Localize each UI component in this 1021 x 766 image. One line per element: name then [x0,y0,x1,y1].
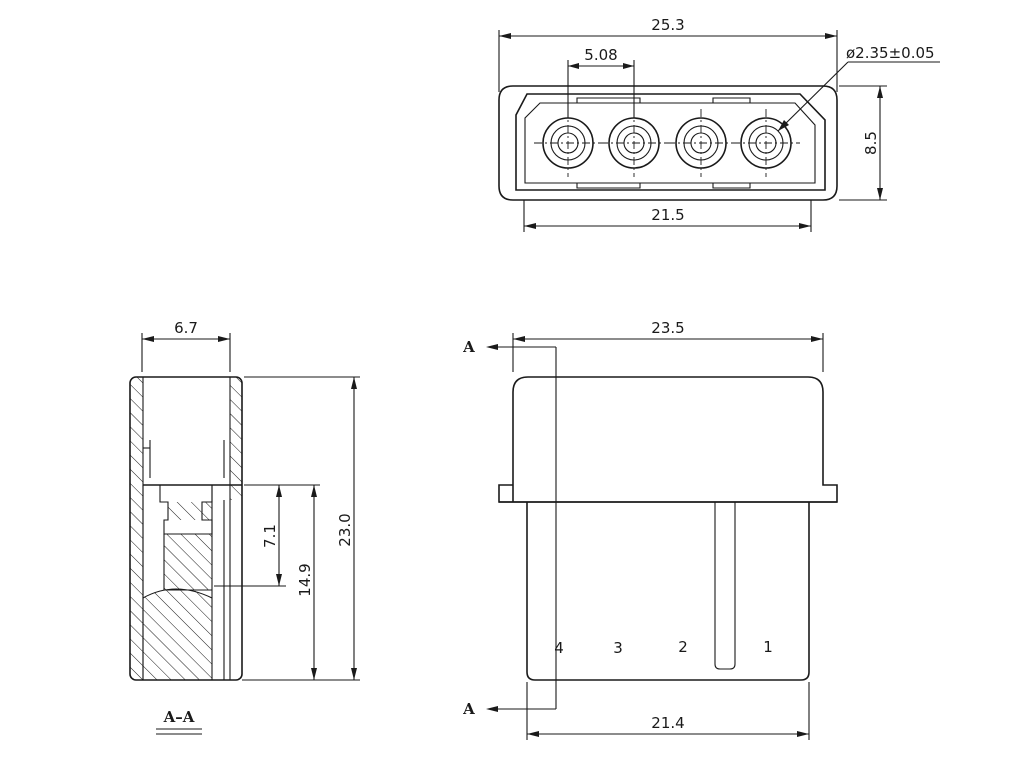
dim-label-section-width: 6.7 [174,319,198,337]
front-view: A A 23.5 21.4 4 3 2 1 [462,319,838,740]
dim-label-overall-width: 25.3 [651,16,684,34]
pin-number: 3 [613,639,623,657]
pin-numbers: 4 3 2 1 [554,638,773,657]
section-caption: A–A [156,708,202,735]
dimension-front-bottom-width: 21.4 [526,682,810,740]
top-view-pins [534,109,800,177]
dim-label-pin-diameter: ø2.35±0.05 [846,44,935,62]
pin-hole [732,109,800,177]
dimension-height: 8.5 [839,85,887,201]
pin-hole [600,109,668,177]
dim-label-section-overall-height: 23.0 [336,513,354,546]
section-marker-bottom: A [462,700,475,718]
dimension-section-depth-a: 7.1 [214,484,320,587]
dim-label-pin-pitch: 5.08 [584,46,617,64]
front-view-outline [498,376,838,681]
dim-label-height: 8.5 [862,131,880,155]
section-hatch-right-wall [230,377,242,500]
section-line-a-a: A A [462,338,557,718]
dimension-front-overall-width: 23.5 [512,319,824,372]
dimension-section-depth-b: 14.9 [242,485,360,681]
dimension-pin-pitch: 5.08 [567,46,635,118]
dim-label-inner-width: 21.5 [651,206,684,224]
pin-number: 4 [554,639,564,657]
dimension-pin-diameter: ø2.35±0.05 [777,44,940,132]
section-caption-label: A–A [163,708,195,726]
dim-label-section-depth-b: 14.9 [296,563,314,596]
section-hatch-core [143,485,212,680]
dim-label-front-overall-width: 23.5 [651,319,684,337]
top-view-outline [498,85,838,201]
dimension-section-overall-height: 23.0 [244,376,360,680]
section-hatch-left-wall [130,377,143,680]
dimension-inner-width: 21.5 [523,200,812,232]
dim-label-section-depth-a: 7.1 [261,524,279,548]
pin-number: 1 [763,638,773,656]
pin-hole [667,109,735,177]
section-marker-top: A [462,338,475,356]
dimension-overall-width: 25.3 [498,16,838,92]
dim-label-front-bottom-width: 21.4 [651,714,684,732]
section-view: 6.7 7.1 14.9 23.0 A–A [129,319,360,735]
top-view: 25.3 5.08 ø2.35±0.05 8.5 [498,16,940,232]
pin-number: 2 [678,638,688,656]
pin-hole [534,109,602,177]
dimension-section-width: 6.7 [141,319,231,372]
section-outline [129,376,243,681]
